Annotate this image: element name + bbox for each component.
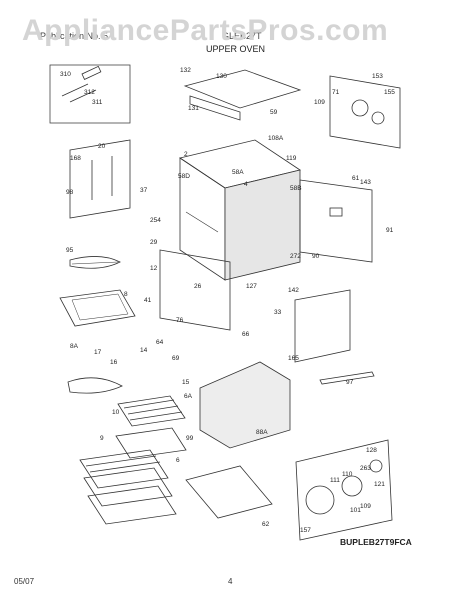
callout: 29 (150, 239, 158, 246)
callout: 111 (330, 477, 340, 484)
callout: 58D (178, 173, 190, 180)
callout: 8A (70, 343, 79, 350)
callout: 272 (290, 253, 301, 260)
callout: 6A (184, 393, 193, 400)
callout: 17 (94, 349, 102, 356)
callout: 127 (246, 283, 257, 290)
publication-label: Publication No. 5 (40, 31, 109, 41)
control-bracket (299, 179, 373, 263)
drip-pan (59, 289, 136, 327)
callout: 58B (290, 185, 302, 192)
callout: 8 (124, 291, 128, 298)
callout: 121 (374, 481, 385, 488)
callout: 20 (98, 143, 106, 150)
rack-upper (117, 395, 186, 427)
callout: 91 (386, 227, 394, 234)
callout: 157 (300, 527, 311, 534)
callout: 62 (262, 521, 270, 528)
oven-rack (79, 449, 169, 489)
callout: 59 (270, 109, 278, 116)
inset-box-wires (49, 64, 131, 124)
callout: 263 (360, 465, 371, 472)
callout: 99 (186, 435, 194, 442)
callout: 98 (66, 189, 74, 196)
left-side-panel (69, 139, 131, 219)
callout: 58A (232, 169, 244, 176)
bottom-tray (185, 465, 273, 519)
callout: 143 (360, 179, 371, 186)
page-number: 4 (228, 577, 233, 586)
callout: 132 (180, 67, 191, 74)
callout: 311 (92, 99, 103, 106)
callout: 108A (268, 135, 284, 142)
callout: 64 (156, 339, 164, 346)
callout: 109 (314, 99, 325, 106)
callout: 66 (242, 331, 250, 338)
callout: 15 (182, 379, 190, 386)
callout: 101 (350, 507, 361, 514)
convection-fan-inset (295, 439, 393, 541)
callout: 76 (176, 317, 184, 324)
trim-strip (319, 371, 375, 385)
callout: 88A (256, 429, 268, 436)
callout: 153 (372, 73, 383, 80)
callout: 97 (346, 379, 354, 386)
callout: 71 (332, 89, 340, 96)
callout: 310 (60, 71, 71, 78)
callout: 6 (176, 457, 180, 464)
callout: 312 (84, 89, 95, 96)
callout: 16 (110, 359, 118, 366)
callout: 69 (172, 355, 180, 362)
callout: 9 (100, 435, 104, 442)
callout: 90 (312, 253, 320, 260)
section-title: UPPER OVEN (206, 44, 266, 54)
callout: 41 (144, 297, 152, 304)
top-vent (183, 69, 302, 109)
callout: 33 (274, 309, 282, 316)
bake-element (67, 377, 123, 394)
callout: 168 (70, 155, 81, 162)
callout: 26 (194, 283, 202, 290)
callout: 2 (184, 151, 188, 158)
footer-date: 05/07 (14, 577, 35, 586)
insulation-blanket (199, 361, 291, 449)
callout: 10 (112, 409, 120, 416)
callout: 254 (150, 217, 161, 224)
callout: 37 (140, 187, 148, 194)
callout: 119 (286, 155, 297, 162)
callout: 128 (366, 447, 377, 454)
callout: 131 (188, 105, 199, 112)
callout: 109 (360, 503, 371, 510)
reference-code: BUPLEB27T9FCA (340, 537, 412, 547)
callout: 130 (216, 73, 227, 80)
broil-element (69, 256, 121, 269)
right-side-panel (294, 289, 351, 363)
callout: 4 (244, 181, 248, 188)
callout: 61 (352, 175, 360, 182)
back-panel (329, 75, 401, 149)
model-number: GLEB27T (222, 31, 262, 41)
callout: 95 (66, 247, 74, 254)
callout: 155 (384, 89, 395, 96)
callout: 165 (288, 355, 299, 362)
callout: 12 (150, 265, 158, 272)
callout: 110 (342, 471, 353, 478)
watermark: AppliancePartsPros.com (22, 14, 389, 47)
callout: 14 (140, 347, 148, 354)
broil-pan (115, 427, 187, 459)
callout: 142 (288, 287, 299, 294)
door-trim (159, 249, 231, 331)
